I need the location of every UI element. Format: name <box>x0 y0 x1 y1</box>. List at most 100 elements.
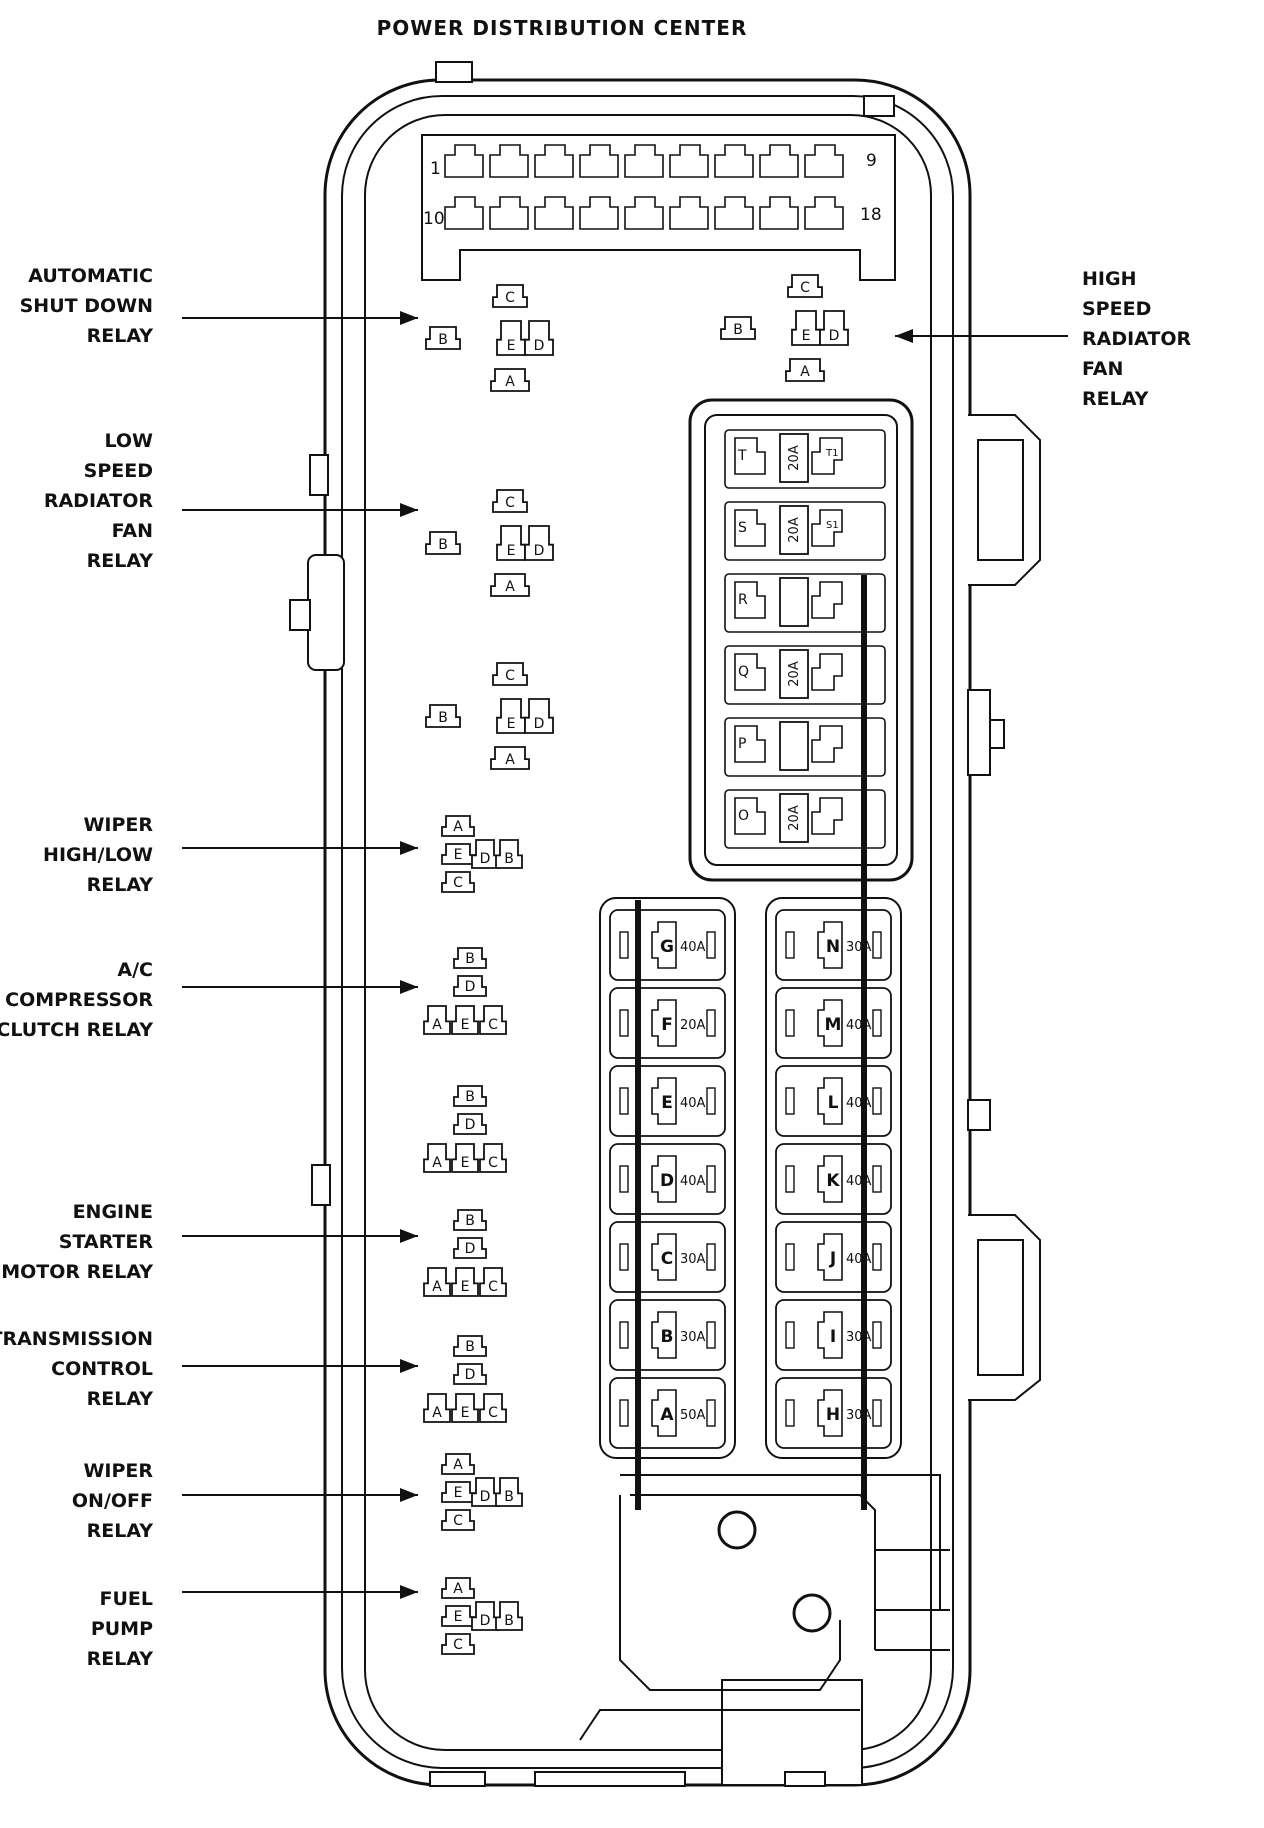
relay-pin-a: A <box>423 1005 451 1035</box>
relay-pin-e: E <box>451 1143 479 1173</box>
relay-pin-label: B <box>733 322 743 338</box>
pointer-arrow <box>182 503 418 517</box>
label-line: RELAY <box>87 1520 154 1542</box>
relay-pin-label: C <box>800 280 810 296</box>
relay-pin-d: D <box>471 1601 499 1631</box>
relay-pin-label: B <box>465 1089 475 1105</box>
label-line: RELAY <box>87 1648 154 1670</box>
label-line: COMPRESSOR <box>5 989 153 1011</box>
relay-pin-c: C <box>492 489 528 513</box>
relay-pin-label: C <box>488 1155 498 1171</box>
maxi-fuse-id: F <box>661 1015 673 1035</box>
relay-pin-b: B <box>425 704 461 728</box>
connector-terminal <box>669 144 709 178</box>
label-line: RELAY <box>87 325 154 347</box>
relay-pin-b: B <box>453 1085 487 1107</box>
relay-pin-a: A <box>441 815 475 837</box>
label-line: STARTER <box>59 1231 154 1253</box>
relay-pin-d: D <box>524 698 554 734</box>
relay-pin-d: D <box>471 1477 499 1507</box>
relay-pin-label: C <box>488 1017 498 1033</box>
relay-pin-label: A <box>453 1581 463 1597</box>
relay-pin-label: D <box>534 543 545 559</box>
relay-pin-label: C <box>505 495 515 511</box>
label-line: CONTROL <box>51 1358 153 1380</box>
relay-pin-label: A <box>432 1017 442 1033</box>
relay-pin-label: E <box>461 1279 470 1295</box>
relay-pin-e: E <box>441 843 475 865</box>
maxi-fuse-id: L <box>828 1093 839 1113</box>
relay-pin-a: A <box>441 1453 475 1475</box>
label-line: FAN <box>1082 358 1123 380</box>
bus-bars <box>635 575 867 1510</box>
maxi-fuse-id: C <box>661 1249 673 1269</box>
relay-pin-d: D <box>819 310 849 346</box>
label-line: FUEL <box>100 1588 154 1610</box>
relay-pin-e: E <box>451 1005 479 1035</box>
mini-fuse-side-label: S1 <box>826 520 839 531</box>
pointer-arrow <box>182 311 418 325</box>
relay-pin-label: E <box>507 543 516 559</box>
label-line: CLUTCH RELAY <box>0 1019 153 1041</box>
multi-pin-connector: 1 9 10 18 <box>421 134 896 281</box>
mini-fuse-side-label: T1 <box>825 448 838 459</box>
relay-pin-label: C <box>505 290 515 306</box>
relay-pin-label: C <box>453 875 463 891</box>
mini-fuse-rating: 20A <box>787 805 802 831</box>
maxi-fuse-rating: 40A <box>680 1174 706 1189</box>
relay-pin-d: D <box>471 839 499 869</box>
maxi-fuse-id: E <box>661 1093 673 1113</box>
relay-pin-c: C <box>479 1143 507 1173</box>
mini-fuse-id: R <box>738 592 748 608</box>
connector-terminal <box>444 144 484 178</box>
connector-terminal <box>804 196 844 230</box>
connector-terminal <box>624 196 664 230</box>
maxi-fuse-rating: 40A <box>846 1096 872 1111</box>
relay-pin-label: D <box>465 979 476 995</box>
maxi-fuse-id: K <box>826 1171 840 1191</box>
maxi-fuse-rating: 40A <box>846 1018 872 1033</box>
relay-pin-label: A <box>505 374 515 390</box>
relay-pin-c: C <box>479 1267 507 1297</box>
label-line: ON/OFF <box>72 1490 153 1512</box>
label-line: RELAY <box>87 874 154 896</box>
label-line: SPEED <box>1082 298 1151 320</box>
relay-pin-label: E <box>507 338 516 354</box>
relay-pin-label: A <box>432 1405 442 1421</box>
maxi-fuse-id: I <box>830 1327 836 1347</box>
connector-terminal <box>669 196 709 230</box>
relay-pin-label: B <box>465 1339 475 1355</box>
relay-pin-a: A <box>423 1143 451 1173</box>
maxi-fuse-rating: 30A <box>846 940 872 955</box>
relay-pin-label: E <box>461 1017 470 1033</box>
relay-pin-d: D <box>453 1113 487 1135</box>
relay-pin-label: B <box>504 1489 514 1505</box>
relay-pin-label: D <box>465 1117 476 1133</box>
connector-terminal <box>579 196 619 230</box>
label-line: RADIATOR <box>1082 328 1192 350</box>
label-line: WIPER <box>83 814 153 836</box>
connector-terminal <box>534 144 574 178</box>
relay-pin-label: C <box>453 1513 463 1529</box>
relay-pin-e: E <box>791 310 821 346</box>
pointer-arrow <box>182 1488 418 1502</box>
relay-pin-label: E <box>454 1609 463 1625</box>
relay-pin-d: D <box>524 525 554 561</box>
connector-terminal <box>759 196 799 230</box>
relay-pin-e: E <box>441 1605 475 1627</box>
maxi-fuse-rating: 40A <box>680 940 706 955</box>
connector-pin-9: 9 <box>866 151 877 171</box>
maxi-fuse-rating: 30A <box>846 1330 872 1345</box>
label-line: ENGINE <box>73 1201 153 1223</box>
label-line: TRANSMISSION <box>0 1328 153 1350</box>
